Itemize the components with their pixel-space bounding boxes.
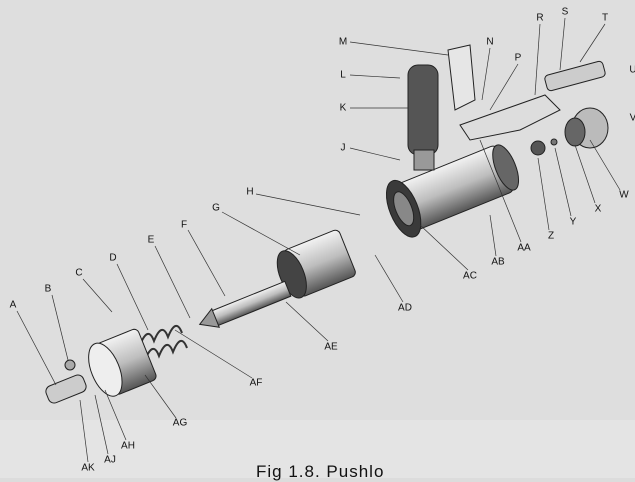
part-label-af: AF [249, 377, 263, 389]
part-label-e: E [147, 234, 155, 246]
part-label-c: C [75, 267, 83, 279]
part-label-ab: AB [491, 256, 505, 268]
part-label-w: W [619, 189, 629, 201]
part-label-p: P [514, 52, 522, 64]
part-label-j: J [340, 142, 346, 154]
part-label-x: X [594, 203, 602, 215]
part-label-ah: AH [121, 440, 135, 452]
part-label-k: K [339, 102, 347, 114]
part-label-s: S [561, 6, 569, 18]
part-label-v: V [629, 112, 635, 124]
part-label-t: T [601, 12, 609, 24]
spring [139, 325, 188, 361]
lever-arm [459, 60, 609, 156]
lever-knob [407, 44, 476, 171]
part-label-r: R [536, 12, 544, 24]
part-label-m: M [338, 36, 348, 48]
part-label-u: U [629, 64, 635, 76]
part-label-ag: AG [172, 417, 188, 429]
part-label-aj: AJ [104, 454, 116, 466]
leader-lines [16, 17, 621, 463]
part-label-ac: AC [463, 270, 477, 282]
part-label-a: A [9, 299, 17, 311]
main-body [385, 144, 520, 238]
part-label-aa: AA [517, 242, 531, 254]
part-label-ad: AD [398, 302, 412, 314]
spindle [198, 280, 292, 328]
part-label-ae: AE [324, 341, 338, 353]
part-label-z: Z [547, 230, 555, 242]
part-label-y: Y [569, 216, 577, 228]
flange [88, 328, 157, 397]
figure-caption: Fig 1.8. Pushlo [256, 462, 385, 481]
part-label-n: N [486, 36, 494, 48]
part-label-g: G [212, 202, 220, 214]
part-label-l: L [340, 69, 346, 81]
part-label-f: F [180, 219, 188, 231]
handle-end [45, 359, 87, 404]
part-label-h: H [246, 186, 254, 198]
part-label-d: D [109, 252, 117, 264]
part-label-b: B [44, 283, 52, 295]
part-label-ak: AK [81, 462, 95, 474]
